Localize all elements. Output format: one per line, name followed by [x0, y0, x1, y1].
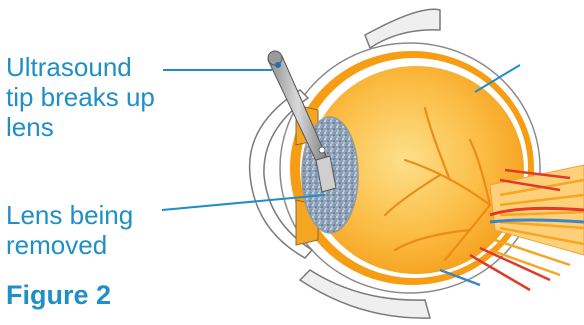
upper-eyelid	[365, 9, 440, 48]
